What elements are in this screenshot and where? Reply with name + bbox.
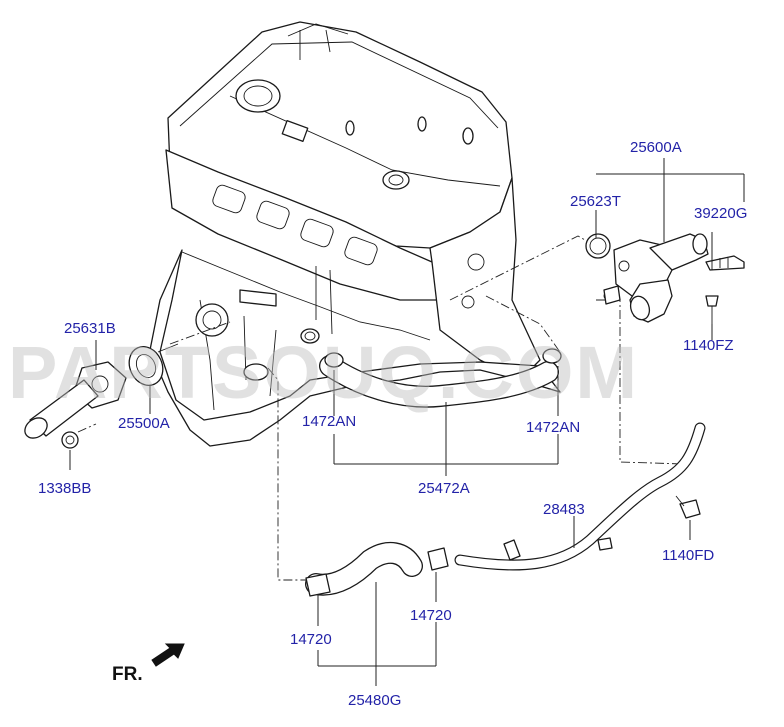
label-1140fz[interactable]: 1140FZ [683, 337, 734, 354]
label-25623t[interactable]: 25623T [570, 193, 621, 210]
label-25631b[interactable]: 25631B [64, 320, 116, 337]
engine-assembly [149, 21, 561, 447]
label-25472a[interactable]: 25472A [418, 480, 470, 497]
bolt-1140fz [705, 295, 719, 324]
label-25480g[interactable]: 25480G [348, 692, 401, 709]
watermark-text: PARTSOUQ.COM [8, 331, 639, 414]
label-1338bb[interactable]: 1338BB [38, 480, 91, 497]
label-1472an-left[interactable]: 1472AN [302, 413, 356, 430]
label-25600a[interactable]: 25600A [630, 139, 682, 156]
front-arrow-icon [151, 643, 185, 667]
hose-25472a [319, 348, 562, 408]
thermostat [128, 343, 179, 386]
water-outlet-assembly [585, 233, 709, 323]
bolt-1338bb [61, 431, 79, 449]
bolt-1140fd [675, 495, 701, 519]
label-25500a[interactable]: 25500A [118, 415, 170, 432]
pipe-28483 [454, 422, 706, 571]
label-14720-left[interactable]: 14720 [290, 631, 332, 648]
label-14720-right[interactable]: 14720 [410, 607, 452, 624]
thermostat-housing [24, 361, 127, 439]
front-label: FR. [112, 664, 143, 685]
label-1472an-right[interactable]: 1472AN [526, 419, 580, 436]
hose-25480g [305, 541, 449, 597]
label-28483[interactable]: 28483 [543, 501, 585, 518]
label-leaders [69, 158, 745, 686]
label-1140fd[interactable]: 1140FD [662, 547, 714, 564]
front-direction-marker: FR. [112, 643, 185, 685]
label-39220g[interactable]: 39220G [694, 205, 747, 222]
